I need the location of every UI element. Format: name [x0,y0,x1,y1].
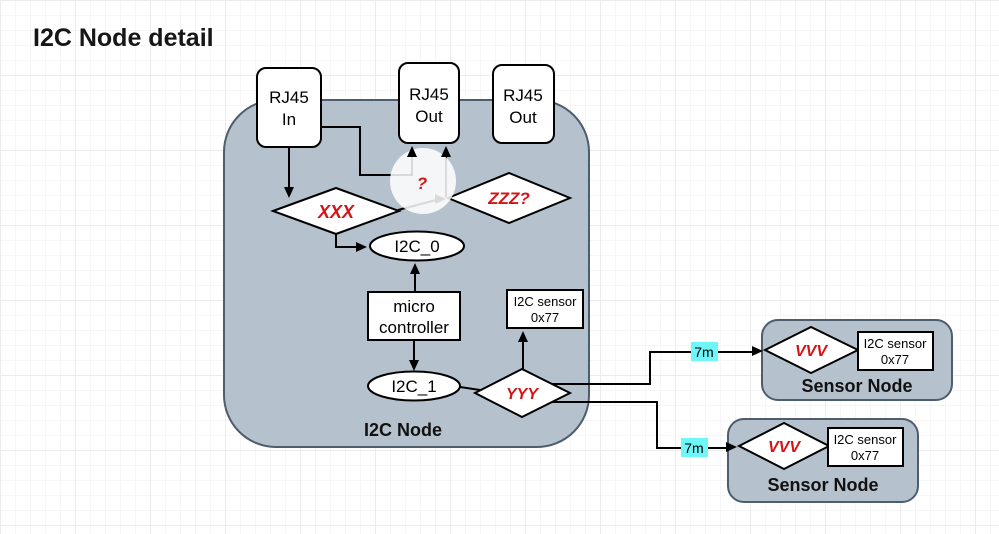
zzz-diamond[interactable] [445,171,573,225]
xxx-diamond[interactable] [270,186,402,236]
rj45-in-label-1: RJ45 [269,88,309,107]
microcontroller-box[interactable] [367,291,461,341]
arrowhead [752,346,763,356]
vvv-top-label: VVV [795,343,828,360]
arrowhead [441,146,451,157]
i2c1-bus-ellipse[interactable] [367,370,461,402]
arrowhead [410,263,420,274]
yyy-label: YYY [506,386,539,403]
cable-bottom-badge [681,438,708,457]
edge-xxx-to-i2c0 [335,234,360,248]
rj45-out-1-label-2: Out [415,107,443,126]
page-title: I2C Node detail [33,24,214,52]
sensor-internal-label-2: 0x77 [531,310,559,325]
arrowhead [356,242,367,252]
i2c-node-label: I2C Node [364,420,442,440]
sensor-node-top-label: Sensor Node [801,376,912,396]
rj45-out-2-label-1: RJ45 [503,86,543,105]
micro-label-1: micro [393,297,435,316]
sensor-top-label-2: 0x77 [881,352,909,367]
arrowhead [518,331,528,342]
sensor-bottom-label-2: 0x77 [851,448,879,463]
yyy-diamond[interactable] [472,367,573,419]
rj45-out-1-box[interactable] [398,62,460,144]
rj45-out-2-label-2: Out [509,108,537,127]
edge-i2c1-to-yyy [459,386,481,391]
cable-bottom-label: 7m [684,440,703,456]
unknown-circle[interactable] [390,148,456,214]
arrowhead [726,442,737,452]
i2c-sensor-top-box[interactable] [857,331,934,371]
sensor-top-label-1: I2C sensor [864,336,928,351]
i2c1-label: I2C_1 [391,377,436,396]
i2c0-bus-ellipse[interactable] [369,230,465,262]
cable-top-label: 7m [694,344,713,360]
micro-label-2: controller [379,318,449,337]
i2c-sensor-bottom-box[interactable] [827,427,904,467]
arrowhead [284,187,294,198]
rj45-out-1-label-1: RJ45 [409,85,449,104]
xxx-label: XXX [317,202,355,222]
vvv-bottom-label: VVV [768,439,801,456]
sensor-internal-label-1: I2C sensor [514,294,578,309]
i2c-sensor-internal-box[interactable] [506,289,584,329]
zzz-label: ZZZ? [487,189,530,208]
rj45-out-2-box[interactable] [492,64,555,144]
arrowhead [409,360,419,371]
rj45-in-box[interactable] [256,67,322,148]
rj45-in-label-2: In [282,110,296,129]
sensor-bottom-label-1: I2C sensor [834,432,898,447]
i2c0-label: I2C_0 [394,237,439,256]
sensor-node-bottom-label: Sensor Node [767,475,878,495]
arrowhead [407,146,417,157]
unknown-circle-label: ? [417,174,428,193]
cable-top-badge [691,342,718,361]
